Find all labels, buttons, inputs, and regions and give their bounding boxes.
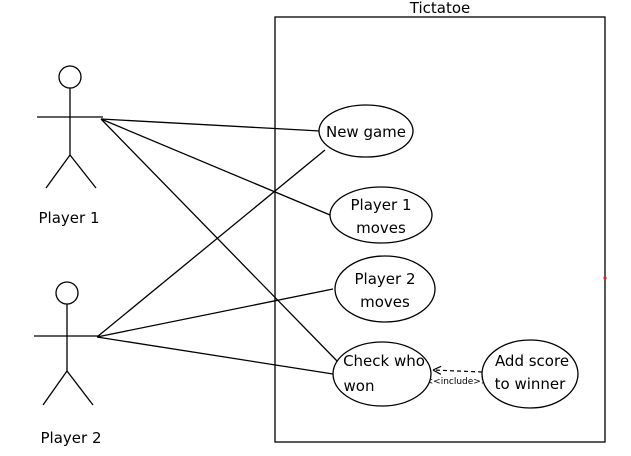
- use-case-ellipse: [329, 186, 433, 244]
- association-player1-new-game[interactable]: [100, 118, 321, 132]
- system-boundary[interactable]: [274, 16, 606, 443]
- use-case-add-score[interactable]: Add score to winner: [481, 339, 579, 409]
- association-lines: [96, 118, 339, 375]
- use-case-check-who-won[interactable]: Check who won: [332, 341, 432, 407]
- actor-head: [58, 65, 82, 89]
- use-case-ellipse: [318, 104, 414, 158]
- association-player2-check-who-won[interactable]: [96, 336, 334, 375]
- use-case-ellipse: [334, 255, 436, 323]
- use-case-player2-moves[interactable]: Player 2 moves: [334, 255, 436, 323]
- actor-left-leg: [45, 154, 71, 189]
- use-case-label-line2: to winner: [495, 375, 567, 393]
- actor-head: [55, 281, 79, 305]
- use-case-ellipse: [332, 341, 432, 407]
- use-case-label-line1: Check who: [343, 352, 425, 370]
- use-case-new-game[interactable]: New game: [318, 104, 414, 158]
- association-player1-player1-moves[interactable]: [100, 118, 331, 216]
- red-marker-dot: [603, 276, 607, 280]
- actor-right-leg: [66, 370, 94, 406]
- system-title: Tictatoe: [409, 0, 470, 17]
- actor-player1[interactable]: Player 1: [37, 65, 103, 227]
- include-label-bg: [426, 375, 488, 386]
- use-case-label: New game: [326, 123, 406, 141]
- actor-label: Player 1: [39, 209, 100, 227]
- use-case-label-line2: moves: [360, 293, 410, 311]
- use-case-label-line2: won: [344, 377, 375, 395]
- use-case-player1-moves[interactable]: Player 1 moves: [329, 186, 433, 244]
- use-case-label-line1: Add score: [495, 352, 569, 370]
- include-arrow[interactable]: [432, 365, 483, 375]
- association-player2-new-game[interactable]: [96, 149, 326, 338]
- actor-left-leg: [42, 370, 68, 406]
- use-case-label-line2: moves: [356, 219, 406, 237]
- use-case-label-line1: Player 1: [351, 196, 412, 214]
- include-label: <<include>>: [426, 377, 489, 387]
- actor-label: Player 2: [41, 429, 102, 447]
- actor-player2[interactable]: Player 2: [34, 281, 102, 447]
- association-player2-player2-moves[interactable]: [96, 288, 334, 338]
- association-player1-check-who-won[interactable]: [100, 118, 339, 363]
- use-case-label-line1: Player 2: [355, 270, 416, 288]
- use-case-ellipse: [481, 339, 579, 409]
- actor-right-leg: [69, 154, 97, 189]
